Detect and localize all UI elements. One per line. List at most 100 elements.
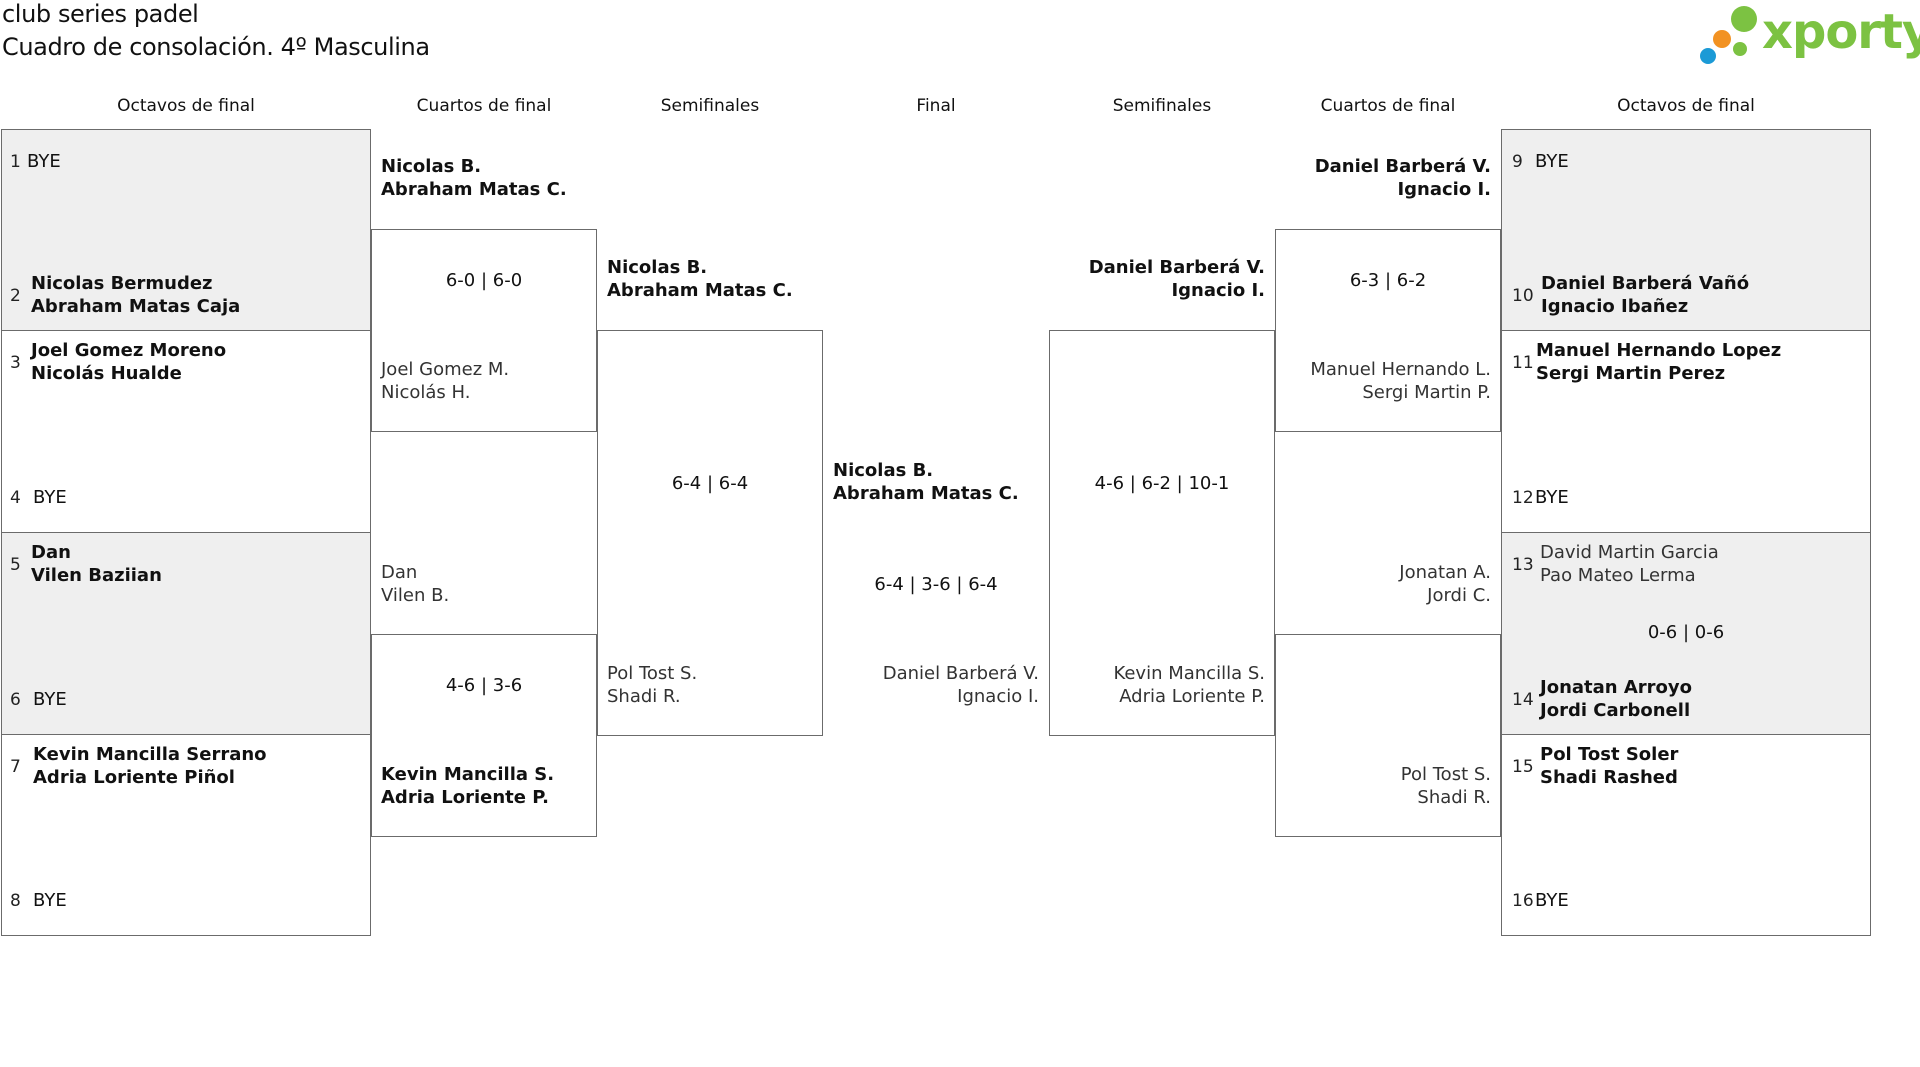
seed-number: 15 — [1512, 757, 1534, 777]
seed-number: 3 — [10, 353, 21, 373]
r16-match-right-1 — [1501, 129, 1871, 331]
team-name: BYE — [27, 151, 61, 172]
seed-number: 13 — [1512, 555, 1534, 575]
qf-team-player-2: Vilen B. — [381, 585, 450, 606]
sf-team-player-1: Kevin Mancilla S. — [1113, 663, 1265, 684]
team-player-2: Shadi Rashed — [1540, 767, 1678, 788]
sf-team-player-2: Adria Loriente P. — [1119, 686, 1265, 707]
qf-team-player-1: Joel Gomez M. — [381, 359, 510, 380]
qf-team-player-1: Daniel Barberá V. — [1314, 156, 1491, 177]
final-team-player-2: Ignacio I. — [957, 686, 1039, 707]
seed-number: 9 — [1512, 152, 1523, 172]
r16-match-left-4 — [1, 734, 371, 936]
seed-number: 11 — [1512, 353, 1534, 373]
sf-team-player-1: Daniel Barberá V. — [1088, 257, 1265, 278]
r16-match-left-3 — [1, 532, 371, 735]
team-player-1: David Martin Garcia — [1540, 542, 1719, 563]
team-name: BYE — [33, 689, 67, 710]
team-player-1: Manuel Hernando Lopez — [1536, 340, 1782, 361]
team-player-1: Joel Gomez Moreno — [31, 340, 227, 361]
team-player-2: Pao Mateo Lerma — [1540, 565, 1696, 586]
logo-dot-orange-icon — [1713, 30, 1731, 48]
seed-number: 16 — [1512, 891, 1534, 911]
seed-number: 5 — [10, 555, 21, 575]
final-score: 6-4 | 3-6 | 6-4 — [874, 574, 998, 595]
match-score: 4-6 | 6-2 | 10-1 — [1094, 473, 1230, 494]
qf-team-player-2: Jordi C. — [1427, 585, 1491, 606]
qf-team-player-1: Nicolas B. — [381, 156, 482, 177]
r16-match-left-1 — [1, 129, 371, 331]
final-team-player-1: Nicolas B. — [833, 460, 934, 481]
column-header-right-r16: Octavos de final — [1617, 96, 1755, 116]
sf-team-player-2: Abraham Matas C. — [607, 280, 793, 301]
seed-number: 12 — [1512, 488, 1534, 508]
team-player-1: Pol Tost Soler — [1540, 744, 1679, 765]
column-header-right-sf: Semifinales — [1112, 96, 1212, 116]
qf-match-left-2 — [371, 634, 597, 837]
qf-team-player-1: Kevin Mancilla S. — [381, 764, 555, 785]
qf-team-player-1: Pol Tost S. — [1400, 764, 1491, 785]
logo-text: xporty — [1762, 4, 1920, 60]
sf-team-player-1: Nicolas B. — [607, 257, 708, 278]
qf-team-player-2: Abraham Matas C. — [381, 179, 567, 200]
seed-number: 2 — [10, 286, 21, 306]
team-name: BYE — [1535, 487, 1569, 508]
r16-match-right-3 — [1501, 532, 1871, 735]
team-name: BYE — [1535, 151, 1569, 172]
team-name: BYE — [1535, 890, 1569, 911]
match-score: 6-0 | 6-0 — [445, 270, 523, 291]
seed-number: 1 — [10, 152, 21, 172]
qf-team-player-1: Manuel Hernando L. — [1310, 359, 1491, 380]
logo-dot-small-green-icon — [1733, 42, 1747, 56]
qf-match-right-2 — [1275, 634, 1501, 837]
draw-title: Cuadro de consolación. 4º Masculina — [2, 33, 430, 61]
seed-number: 6 — [10, 690, 21, 710]
team-player-2: Abraham Matas Caja — [31, 296, 241, 317]
match-score: 0-6 | 0-6 — [1647, 622, 1725, 643]
tournament-name: club series padel — [2, 0, 199, 28]
sf-match-right — [1049, 330, 1275, 736]
qf-team-player-2: Adria Loriente P. — [381, 787, 549, 808]
qf-team-player-2: Sergi Martin P. — [1362, 382, 1491, 403]
qf-team-player-2: Shadi R. — [1417, 787, 1491, 808]
team-player-1: Dan — [31, 542, 71, 563]
seed-number: 10 — [1512, 286, 1534, 306]
match-score: 6-3 | 6-2 — [1349, 270, 1427, 291]
team-player-1: Daniel Barberá Vañó — [1541, 273, 1750, 294]
seed-number: 7 — [10, 757, 21, 777]
team-player-2: Adria Loriente Piñol — [33, 767, 235, 788]
qf-match-left-1 — [371, 229, 597, 432]
sf-match-left — [597, 330, 823, 736]
team-name: BYE — [33, 890, 67, 911]
column-header-right-qf: Cuartos de final — [1320, 96, 1456, 116]
seed-number: 8 — [10, 891, 21, 911]
column-header-left-sf: Semifinales — [660, 96, 760, 116]
qf-team-player-1: Dan — [381, 562, 418, 583]
sf-team-player-2: Shadi R. — [607, 686, 681, 707]
team-player-1: Kevin Mancilla Serrano — [33, 744, 267, 765]
seed-number: 4 — [10, 488, 21, 508]
team-player-2: Jordi Carbonell — [1540, 700, 1691, 721]
team-player-2: Ignacio Ibañez — [1541, 296, 1689, 317]
logo-dot-blue-icon — [1700, 48, 1716, 64]
team-player-1: Nicolas Bermudez — [31, 273, 213, 294]
logo-dot-green-icon — [1731, 6, 1757, 32]
qf-team-player-2: Nicolás H. — [381, 382, 471, 403]
column-header-left-r16: Octavos de final — [117, 96, 255, 116]
seed-number: 14 — [1512, 690, 1534, 710]
column-header-left-qf: Cuartos de final — [416, 96, 552, 116]
qf-team-player-2: Ignacio I. — [1397, 179, 1491, 200]
team-player-2: Vilen Baziian — [31, 565, 162, 586]
final-team-player-2: Abraham Matas C. — [833, 483, 1019, 504]
r16-match-right-4 — [1501, 734, 1871, 936]
team-player-1: Jonatan Arroyo — [1540, 677, 1693, 698]
column-header-final: Final — [916, 96, 956, 116]
team-name: BYE — [33, 487, 67, 508]
team-player-2: Nicolás Hualde — [31, 363, 182, 384]
match-score: 4-6 | 3-6 — [445, 675, 523, 696]
match-score: 6-4 | 6-4 — [671, 473, 749, 494]
final-team-player-1: Daniel Barberá V. — [882, 663, 1039, 684]
qf-team-player-1: Jonatan A. — [1399, 562, 1491, 583]
qf-match-right-1 — [1275, 229, 1501, 432]
team-player-2: Sergi Martin Perez — [1536, 363, 1726, 384]
